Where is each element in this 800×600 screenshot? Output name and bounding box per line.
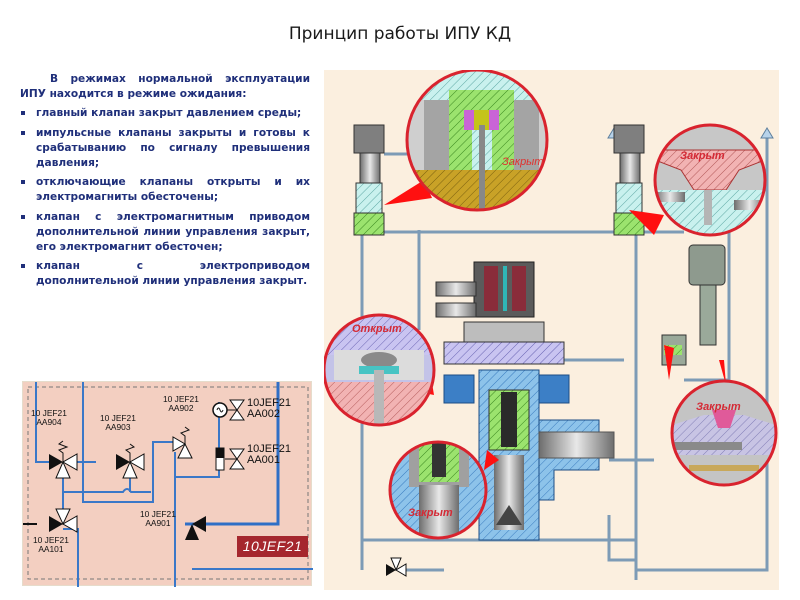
valve-label-aa903: 10 JEF21 AA903 <box>100 413 136 432</box>
callout-mid-left-magnifier <box>324 313 436 427</box>
valve-cross-section-diagram: Закрыт Закрыт Открыт Закрыт Закрыт <box>324 70 779 590</box>
bullet-item: главный клапан закрыт давлением среды; <box>20 106 310 121</box>
status-bullet-list: главный клапан закрыт давлением среды; и… <box>20 106 310 289</box>
schematic-dashed-border <box>27 386 309 580</box>
valve-label-aa902: 10 JEF21 AA902 <box>163 394 199 413</box>
valve-label-aa002: 10JEF21 AA002 <box>247 397 292 420</box>
bullet-item: клапан с электромагнитным приводом допол… <box>20 210 310 256</box>
valve-aa001-symbol <box>215 447 245 471</box>
valve-aa904-symbol <box>49 440 78 479</box>
impulse-valve-right <box>613 124 645 236</box>
bullet-text: импульсные клапаны закрыты и готовы к ср… <box>36 126 310 170</box>
callout-bottom-center-magnifier <box>388 440 488 540</box>
bullet-text: отключающие клапаны открыты и их электро… <box>36 176 310 204</box>
callout-top-right-magnifier <box>653 123 767 237</box>
bullet-text: главный клапан закрыт давлением среды; <box>36 107 302 120</box>
state-label-bottom-center: Закрыт <box>408 507 453 519</box>
intro-paragraph: В режимах нормальной эксплуатации ИПУ на… <box>20 73 310 101</box>
control-schematic-panel: 10 JEF21 AA904 10 JEF21 AA903 10 JEF21 A… <box>22 381 313 587</box>
electric-drive <box>661 244 726 366</box>
valve-aa902-symbol <box>172 426 193 459</box>
state-label-bottom-right: Закрыт <box>696 401 741 413</box>
bullet-marker <box>21 264 25 269</box>
bullet-item: импульсные клапаны закрыты и готовы к ср… <box>20 126 310 172</box>
bullet-text: клапан с электромагнитным приводом допол… <box>36 210 310 254</box>
valve-aa901-symbol <box>185 516 206 540</box>
valve-label-aa904: 10 JEF21 AA904 <box>31 408 67 427</box>
bullet-marker <box>21 214 25 219</box>
diagram-graphics <box>324 70 778 580</box>
bullet-item: клапан с электроприводом дополнительной … <box>20 259 310 289</box>
main-supply-pipe <box>185 382 280 526</box>
schematic-lines <box>23 382 313 587</box>
valve-label-aa901: 10 JEF21 AA901 <box>140 509 176 528</box>
slide-title: Принцип работы ИПУ КД <box>288 24 512 44</box>
bullet-marker <box>21 130 25 135</box>
bullet-item: отключающие клапаны открыты и их электро… <box>20 175 310 205</box>
valve-label-aa001: 10JEF21 AA001 <box>247 443 292 466</box>
description-text-block: В режимах нормальной эксплуатации ИПУ на… <box>20 72 310 294</box>
bullet-marker <box>21 180 25 185</box>
valve-label-aa101: 10 JEF21 AA101 <box>33 535 69 554</box>
bottom-inlet-valve <box>386 557 407 577</box>
impulse-valve-left <box>353 124 385 236</box>
main-valve-body <box>435 261 615 541</box>
state-label-top-center: Закрыт <box>502 156 544 168</box>
state-label-top-right: Закрыт <box>680 150 725 162</box>
callout-top-center-magnifier <box>405 70 549 212</box>
valve-aa903-symbol <box>116 443 145 479</box>
schematic-pipes <box>35 382 313 587</box>
system-code-badge: 10JEF21 <box>237 536 308 557</box>
state-label-mid-left: Открыт <box>352 323 402 335</box>
bullet-marker <box>21 111 25 116</box>
callout-bottom-right-magnifier <box>670 379 778 487</box>
valve-aa101-symbol <box>49 508 78 533</box>
bullet-text: клапан с электроприводом дополнительной … <box>36 260 310 288</box>
valve-aa002-symbol <box>212 399 245 421</box>
